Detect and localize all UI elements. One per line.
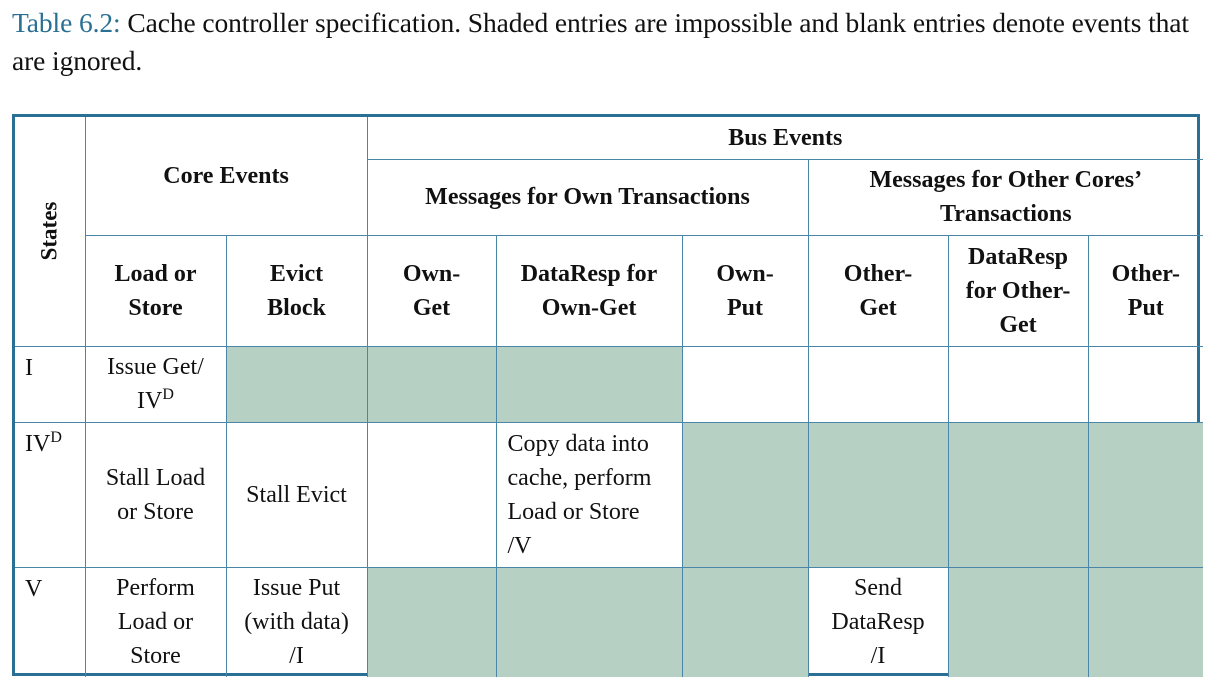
- table-row: V Perform Load or Store Issue Put (with da…: [15, 566, 1204, 677]
- action-text: Copy data into cache, perform Load or St…: [507, 430, 652, 559]
- impossible-cell: [681, 566, 809, 677]
- ignored-cell: [807, 345, 949, 423]
- action-text: Send DataResp /I: [831, 575, 925, 670]
- impossible-cell: [1087, 566, 1204, 677]
- impossible-cell: [947, 566, 1089, 677]
- cache-controller-table: States Core Events Bus Events Messages f…: [12, 114, 1204, 677]
- impossible-cell: [947, 421, 1089, 568]
- bus-events-header: Bus Events: [366, 117, 1204, 160]
- action-cell: Copy data into cache, perform Load or St…: [495, 421, 683, 568]
- states-header-label: States: [36, 201, 62, 261]
- ignored-cell: [681, 345, 809, 423]
- impossible-cell: [681, 421, 809, 568]
- column-header-6: DataResp for Other- Get: [947, 234, 1089, 346]
- column-header-0: Load or Store: [85, 234, 227, 346]
- column-header-4: Own- Put: [681, 234, 809, 346]
- state-superscript: D: [50, 428, 62, 446]
- impossible-cell: [1087, 421, 1204, 568]
- state-cell: IVD: [15, 421, 86, 568]
- action-text: Issue Get/ IV: [107, 354, 204, 414]
- states-header: States: [15, 117, 86, 347]
- table-row: IVD Stall Load or Store Stall Evict Copy da…: [15, 421, 1204, 568]
- table-row: I Issue Get/ IVD: [15, 345, 1204, 423]
- impossible-cell: [366, 566, 497, 677]
- action-cell: Perform Load or Store: [84, 566, 227, 677]
- state-cell: I: [15, 345, 86, 423]
- action-cell: Issue Get/ IVD: [84, 345, 227, 423]
- table-caption: Table 6.2: Cache controller specificatio…: [12, 4, 1202, 80]
- action-cell: Stall Evict: [225, 421, 368, 568]
- action-superscript: D: [162, 386, 174, 403]
- impossible-cell: [807, 421, 949, 568]
- own-transactions-header: Messages for Own Transactions: [367, 158, 809, 236]
- caption-text: Cache controller specification. Shaded e…: [12, 7, 1189, 76]
- action-text: Perform Load or Store: [116, 575, 195, 670]
- action-cell: Send DataResp /I: [807, 566, 949, 677]
- action-text: Stall Load or Store: [105, 464, 206, 525]
- state-name: V: [25, 575, 43, 602]
- column-header-2: Own- Get: [366, 234, 497, 346]
- column-header-1: Evict Block: [225, 234, 368, 346]
- ignored-cell: [366, 421, 497, 568]
- action-cell: Issue Put (with data) /I: [225, 566, 368, 677]
- column-header-5: Other- Get: [807, 234, 949, 346]
- other-transactions-header: Messages for Other Cores’ Transactions: [807, 158, 1204, 236]
- impossible-cell: [225, 345, 368, 423]
- core-events-header: Core Events: [84, 117, 368, 236]
- action-text: Stall Evict: [246, 481, 347, 508]
- state-cell: V: [15, 566, 86, 677]
- ignored-cell: [1087, 345, 1204, 423]
- column-header-3: DataResp for Own-Get: [495, 234, 683, 346]
- action-cell: Stall Load or Store: [84, 421, 227, 568]
- state-name: IV: [25, 430, 51, 457]
- impossible-cell: [366, 345, 497, 423]
- ignored-cell: [947, 345, 1089, 423]
- impossible-cell: [495, 566, 683, 677]
- column-header-7: Other- Put: [1087, 234, 1204, 346]
- impossible-cell: [495, 345, 683, 423]
- state-name: I: [25, 354, 33, 381]
- action-text: Issue Put (with data) /I: [244, 575, 349, 670]
- caption-label: Table 6.2:: [12, 7, 121, 38]
